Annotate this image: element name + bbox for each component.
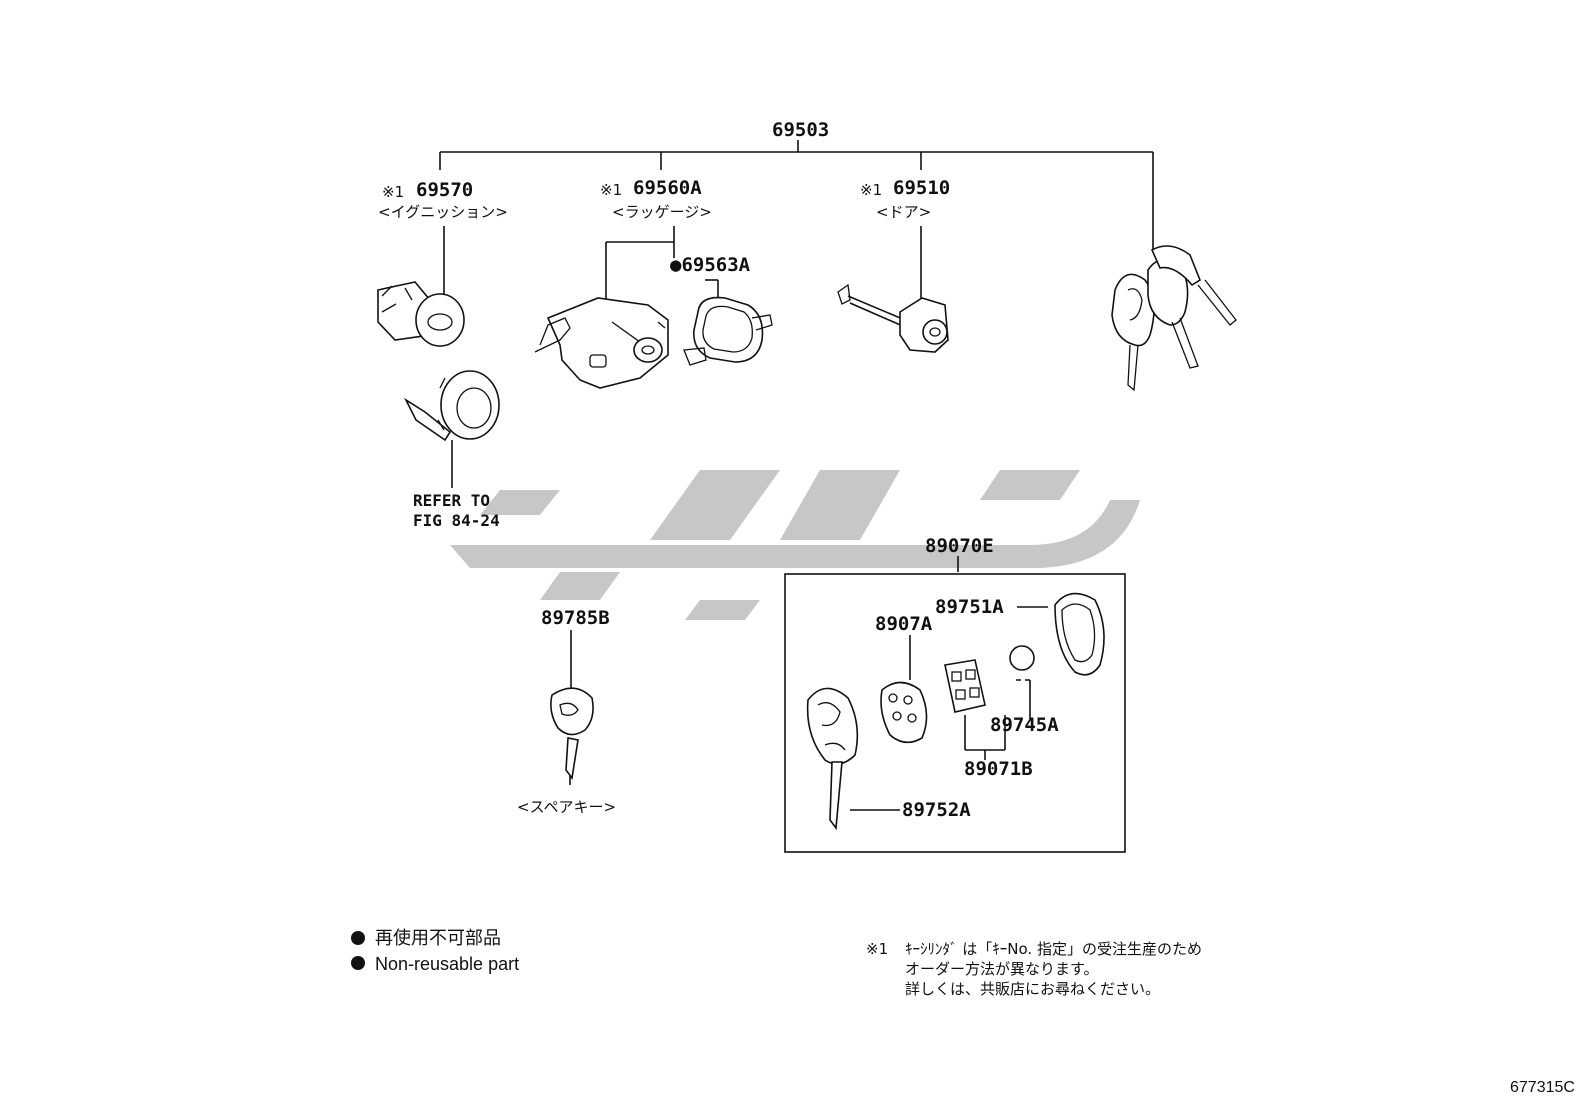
circuit-board-part (944, 659, 986, 713)
note-line-2: オーダー方法が異なります。 (905, 960, 1099, 978)
ignition-number: 69570 (416, 179, 473, 201)
luggage-cylinder-part (534, 297, 669, 389)
key-blade-number: 89752A (902, 799, 971, 821)
transmitter-number: 8907A (875, 613, 933, 635)
note-line-1: ｷｰｼﾘﾝﾀﾞ は「ｷｰNo. 指定」の受注生産のため (905, 940, 1202, 958)
luggage-number: 69560A (633, 177, 702, 199)
spare-key-name: <スペアキー> (517, 798, 616, 816)
assembly-number: 69503 (772, 119, 829, 141)
bullet-dot-icon (351, 931, 365, 945)
door-name: <ドア> (876, 203, 931, 221)
refer-line-2: FIG 84-24 (413, 511, 500, 530)
part-labels: 69503 ※1 69570 <イグニッション> ※1 69560A <ラッゲー… (378, 119, 1059, 821)
refer-line-1: REFER TO (413, 491, 490, 510)
note-line-3: 詳しくは、共販店にお尋ねください。 (905, 980, 1160, 998)
luggage-name: <ラッゲージ> (612, 203, 712, 221)
legend: 再使用不可部品 Non-reusable part (351, 928, 519, 974)
assembly-leader-lines (439, 140, 1154, 785)
ignition-cylinder-part (377, 281, 465, 347)
spare-key-number: 89785B (541, 607, 610, 629)
spare-key-part (550, 687, 594, 780)
bullet-dot-icon (351, 956, 365, 970)
legend-jp: 再使用不可部品 (375, 928, 501, 948)
ignition-mark: ※1 (382, 183, 404, 201)
watermark-logo (450, 470, 1140, 620)
ignition-name: <イグニッション> (378, 203, 508, 221)
luggage-mark: ※1 (600, 181, 622, 199)
transmitter-set-number: 89070E (925, 535, 994, 557)
ignition-switch-part (404, 370, 500, 442)
luggage-gasket-number: ●69563A (670, 254, 751, 276)
luggage-gasket-part (683, 296, 773, 366)
key-head-part (806, 687, 859, 831)
board-set-number: 89071B (964, 758, 1033, 780)
note-mark: ※1 (866, 940, 888, 958)
case-cover-part (1054, 592, 1105, 676)
door-number: 69510 (893, 177, 950, 199)
battery-part (1009, 645, 1035, 671)
transmitter-part (880, 681, 928, 744)
battery-number: 89745A (990, 714, 1059, 736)
figure-code: 677315C (1510, 1079, 1575, 1096)
door-cylinder-part (837, 283, 949, 353)
case-cover-number: 89751A (935, 596, 1004, 618)
order-note: ※1 ｷｰｼﾘﾝﾀﾞ は「ｷｰNo. 指定」の受注生産のため オーダー方法が異な… (866, 940, 1202, 998)
legend-en: Non-reusable part (375, 954, 519, 974)
door-mark: ※1 (860, 181, 882, 199)
key-set-part (1111, 245, 1237, 392)
transmitter-box (784, 573, 1126, 853)
